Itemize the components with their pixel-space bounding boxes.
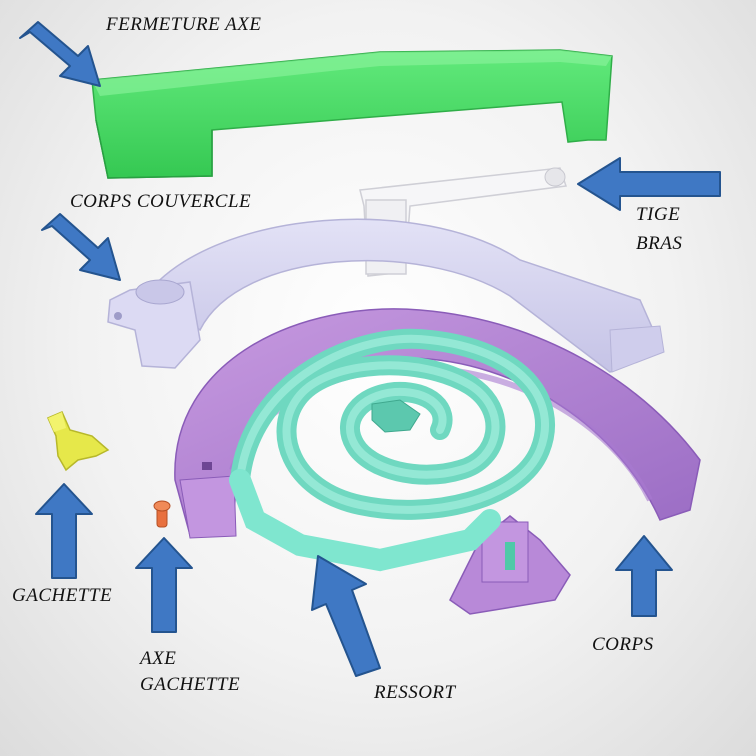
part-gachette bbox=[47, 411, 110, 472]
part-fermeture-axe bbox=[91, 49, 613, 179]
label-corps-couvercle: CORPS COUVERCLE bbox=[70, 191, 252, 212]
label-bras-line2: BRAS bbox=[636, 233, 683, 254]
arrow-corps-couvercle bbox=[41, 213, 121, 281]
part-axe-gachette bbox=[153, 500, 171, 528]
arrow-gachette bbox=[35, 483, 93, 579]
arrow-fermeture-axe bbox=[19, 21, 101, 87]
label-gachette: GACHETTE bbox=[12, 585, 113, 606]
label-ressort: RESSORT bbox=[374, 682, 456, 703]
label-gachette-line2: GACHETTE bbox=[140, 674, 241, 695]
arrow-corps bbox=[615, 535, 673, 617]
label-tige-line1: TIGE bbox=[636, 204, 681, 225]
label-axe-line1: AXE bbox=[140, 648, 177, 669]
arrow-ressort bbox=[311, 555, 381, 677]
arrow-axe-gachette bbox=[135, 537, 193, 633]
label-fermeture-axe: FERMETURE AXE bbox=[106, 14, 262, 35]
part-corps-couvercle bbox=[107, 218, 665, 373]
arrow-tige-bras bbox=[577, 157, 721, 211]
label-corps: CORPS bbox=[592, 634, 654, 655]
part-ressort bbox=[229, 328, 555, 572]
